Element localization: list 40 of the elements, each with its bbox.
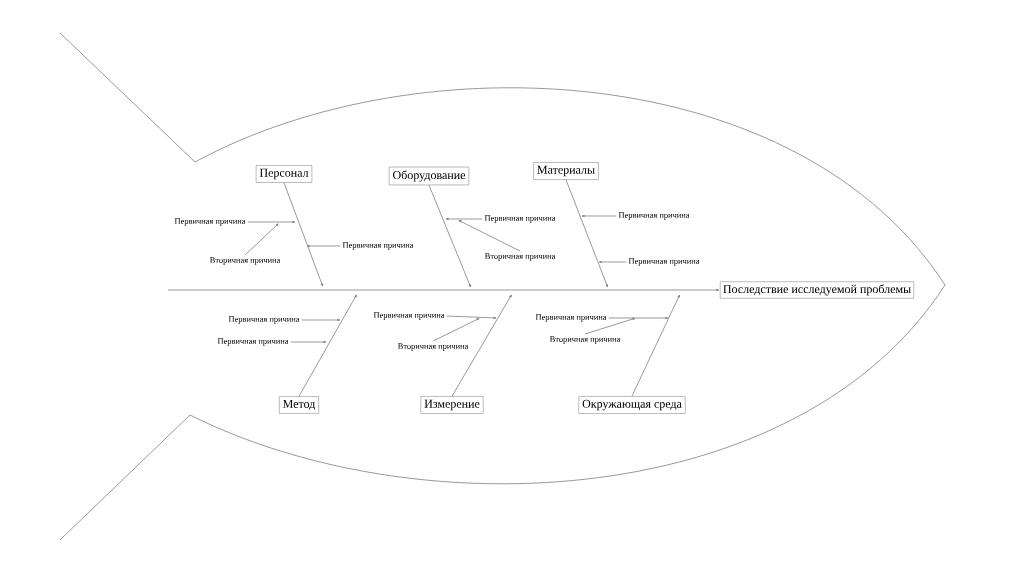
arrow	[565, 179, 608, 288]
category-box: Материалы	[533, 162, 599, 180]
cause-label: Первичная причина	[373, 312, 445, 320]
category-box: Измерение	[420, 396, 484, 414]
cause-label: Первичная причина	[342, 242, 414, 250]
arrow	[598, 260, 627, 264]
arrow	[428, 184, 471, 288]
arrow	[458, 220, 521, 252]
arrow	[432, 318, 480, 342]
arrow	[290, 340, 327, 344]
arrow	[445, 217, 483, 221]
arrow	[247, 220, 296, 224]
category-box: Оборудование	[388, 166, 470, 186]
cause-label: Вторичная причина	[209, 257, 281, 265]
cause-label: Первичная причина	[228, 316, 300, 324]
arrow	[301, 318, 341, 322]
effect-box: Последствие исследуемой проблемы	[719, 281, 915, 299]
arrow	[244, 223, 279, 256]
cause-label: Вторичная причина	[549, 336, 621, 344]
arrow	[306, 244, 341, 248]
cause-label: Первичная причина	[535, 314, 607, 322]
cause-label: Первичная причина	[628, 258, 700, 266]
cause-label: Вторичная причина	[484, 253, 556, 261]
arrow	[608, 316, 669, 320]
arrow	[451, 294, 512, 397]
category-box: Окружающая среда	[578, 396, 686, 414]
arrow	[283, 182, 323, 287]
arrow	[631, 294, 680, 397]
arrow	[446, 315, 497, 320]
arrow	[584, 317, 636, 335]
cause-label: Первичная причина	[217, 338, 289, 346]
cause-label: Вторичная причина	[397, 343, 469, 351]
cause-label: Первичная причина	[484, 215, 556, 223]
arrow	[167, 288, 720, 292]
arrow	[298, 294, 357, 397]
cause-label: Первичная причина	[618, 212, 690, 220]
category-box: Метод	[279, 396, 319, 414]
category-box: Персонал	[255, 165, 313, 183]
arrow	[581, 214, 617, 218]
cause-label: Первичная причина	[174, 218, 246, 226]
